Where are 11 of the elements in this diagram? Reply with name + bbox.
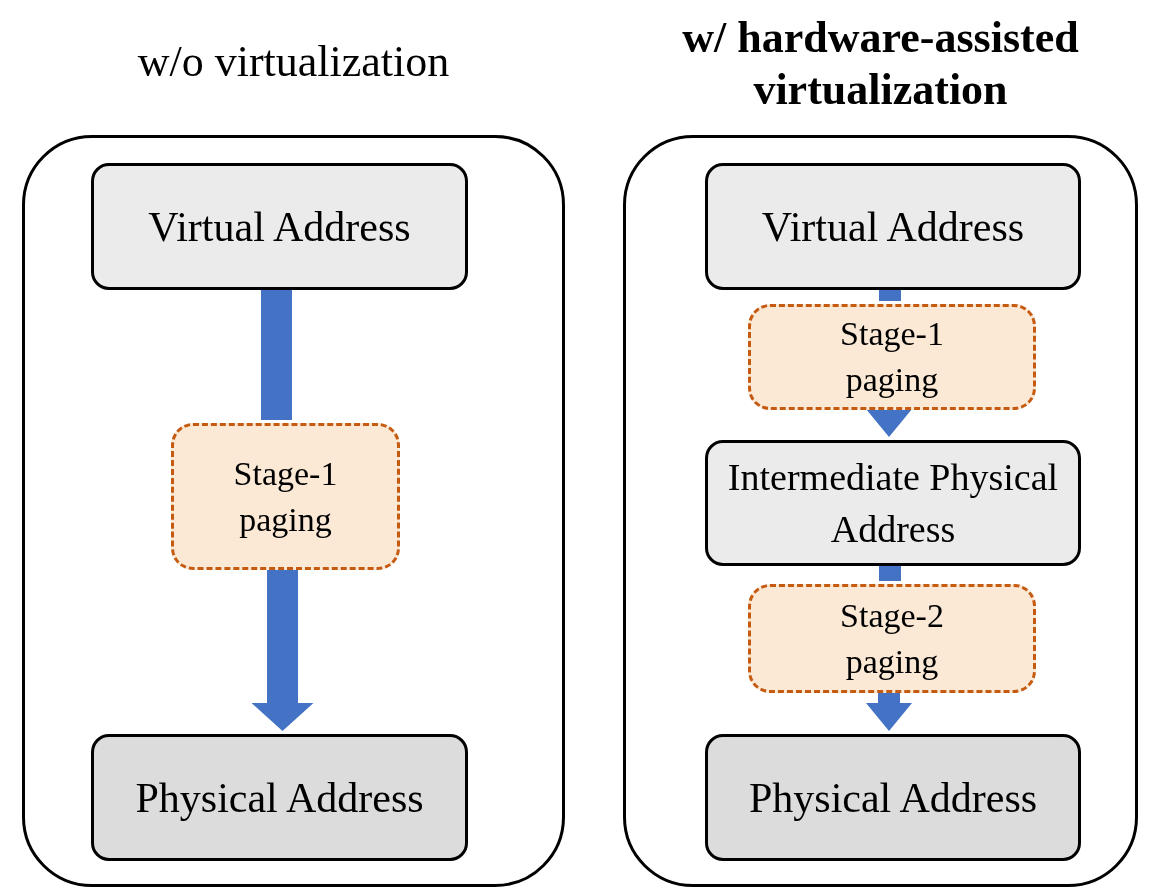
address-box: Intermediate Physical Address: [705, 440, 1081, 566]
address-box: Physical Address: [705, 734, 1081, 861]
address-box: Virtual Address: [705, 163, 1081, 290]
paging-box: Stage-1 paging: [748, 304, 1036, 410]
paging-box: Stage-1 paging: [171, 423, 400, 570]
address-box: Virtual Address: [91, 163, 468, 290]
panel-heading: w/ hardware-assisted virtualization: [681, 12, 1080, 116]
block-arrow: [866, 407, 912, 437]
panel-heading: w/o virtualization: [136, 36, 451, 88]
paging-box: Stage-2 paging: [748, 584, 1036, 693]
address-box: Physical Address: [91, 734, 468, 861]
